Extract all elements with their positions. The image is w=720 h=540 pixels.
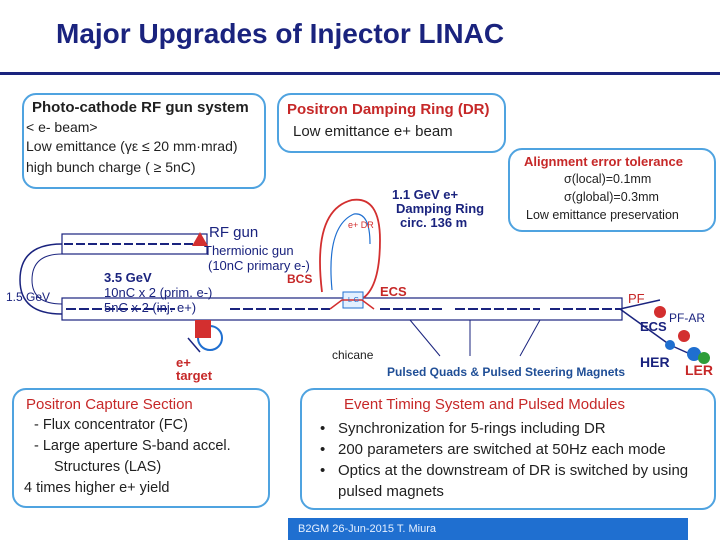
timing-box: Event Timing System and Pulsed Modules S…	[300, 388, 716, 510]
ecs-middle-label: ECS	[380, 284, 407, 299]
junction-dot	[665, 340, 675, 350]
capture-section-box: Positron Capture Section - Flux concentr…	[12, 388, 270, 508]
target-block	[195, 320, 211, 338]
alignment-line1: σ(local)=0.1mm	[564, 172, 652, 186]
damping-ring-loop	[319, 198, 381, 301]
pf-line	[619, 299, 661, 310]
ecs-right-label: ECS	[640, 319, 667, 334]
damping-ring-box: Positron Damping Ring (DR) Low emittance…	[277, 93, 506, 153]
pf-label: PF	[628, 291, 645, 306]
capture-line2: - Large aperture S-band accel.	[34, 438, 231, 454]
capture-line3: Structures (LAS)	[54, 459, 162, 475]
dr-note-line3: circ. 136 m	[400, 215, 468, 230]
energy-left: 1.5 GeV	[6, 290, 51, 304]
alignment-heading: Alignment error tolerance	[524, 154, 683, 169]
j-arc	[19, 243, 63, 315]
gun-system-heading: Photo-cathode RF gun system	[32, 99, 249, 116]
target-arrow	[187, 337, 201, 353]
bcs-label: BCS	[287, 272, 313, 286]
her-dot	[687, 347, 701, 361]
target-line2: target	[176, 368, 213, 383]
rf-gun-label: RF gun	[209, 224, 259, 241]
page-number: 4	[699, 522, 706, 534]
footer-bar: B2GM 26-Jun-2015 T. Miura	[288, 518, 688, 540]
footer-text: B2GM 26-Jun-2015 T. Miura	[298, 523, 436, 535]
beam-line3: 5nC x 2 (inj. e+)	[104, 300, 197, 315]
lg-label: L G	[348, 297, 360, 304]
ler-dot	[698, 352, 710, 364]
page-title: Major Upgrades of Injector LINAC	[56, 18, 505, 49]
thermionic-line2: (10nC primary e-)	[208, 258, 310, 273]
beam-line2: 10nC x 2 (prim. e-)	[104, 285, 213, 300]
damping-ring-line1: Low emittance e+ beam	[293, 123, 453, 140]
rf-gun-marker	[192, 232, 208, 246]
her-line	[619, 308, 671, 346]
title-rule	[0, 72, 720, 75]
alignment-line3: Low emittance preservation	[526, 208, 679, 222]
timing-bullet-2: 200 parameters are switched at 50Hz each…	[316, 439, 708, 460]
pf-dot	[654, 306, 666, 318]
her-label: HER	[640, 354, 670, 370]
gun-system-line2: Low emittance (γε ≤ 20 mm·mrad)	[26, 138, 238, 154]
capture-line1: - Flux concentrator (FC)	[34, 417, 188, 433]
gun-system-box: Photo-cathode RF gun system < e- beam> L…	[22, 93, 266, 189]
alignment-line2: σ(global)=0.3mm	[564, 190, 659, 204]
dr-label: e+ DR	[348, 220, 374, 230]
dr-note-line1: 1.1 GeV e+	[392, 187, 459, 202]
alignment-box: Alignment error tolerance σ(local)=0.1mm…	[508, 148, 716, 232]
target-line1: e+	[176, 355, 191, 370]
damping-ring-heading: Positron Damping Ring (DR)	[287, 101, 490, 118]
chicane-label: chicane	[332, 348, 374, 362]
chicane-bump	[329, 299, 375, 310]
pf-ar-dot	[678, 330, 690, 342]
gun-system-line3: high bunch charge ( ≥ 5nC)	[26, 159, 196, 175]
timing-heading: Event Timing System and Pulsed Modules	[344, 396, 625, 413]
gun-system-line1: < e- beam>	[26, 119, 98, 135]
timing-bullet-1: Synchronization for 5-rings including DR	[316, 418, 708, 439]
thermionic-line1: Thermionic gun	[204, 243, 294, 258]
timing-bullet-3: Optics at the downstream of DR is switch…	[316, 460, 698, 502]
pulsed-arrow-3	[519, 319, 541, 357]
capture-heading: Positron Capture Section	[26, 396, 193, 413]
capture-line4: 4 times higher e+ yield	[24, 480, 170, 496]
timing-bullet-list: Synchronization for 5-rings including DR…	[316, 418, 708, 502]
beam-line1: 3.5 GeV	[104, 270, 152, 285]
damping-ring-loop-inner	[330, 213, 371, 291]
j-arc-inner	[31, 253, 63, 305]
pf-ar-label: PF-AR	[669, 311, 705, 325]
ler-label: LER	[685, 362, 713, 378]
pulsed-arrow-1	[409, 319, 441, 357]
pulsed-quads-label: Pulsed Quads & Pulsed Steering Magnets	[387, 365, 626, 379]
dr-note-line2: Damping Ring	[396, 201, 485, 216]
